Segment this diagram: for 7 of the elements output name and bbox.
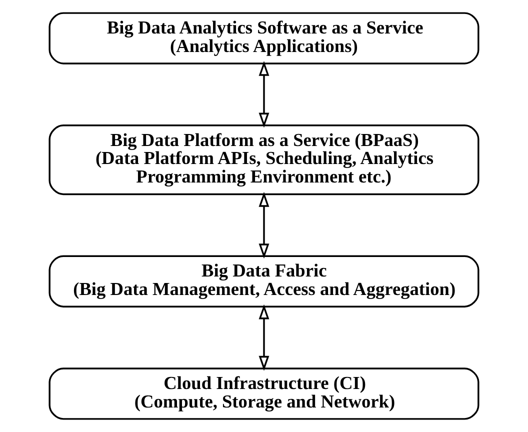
node-box: Big Data Analytics Software as a Service (Analytics Applications) [48, 12, 480, 64]
arrow [258, 192, 270, 259]
node-box: Cloud Infrastructure (CI) (Compute, Storage and Network) [48, 368, 480, 420]
node-box: Big Data Platform as a Service (BPaaS) (Data Platform APIs, Scheduling, Analytics Programming Environment etc.) [48, 124, 480, 196]
node-box: Big Data Fabric (Big Data Management, Access and Aggregation) [48, 255, 480, 308]
arrow [258, 304, 270, 371]
arrow [258, 60, 270, 128]
